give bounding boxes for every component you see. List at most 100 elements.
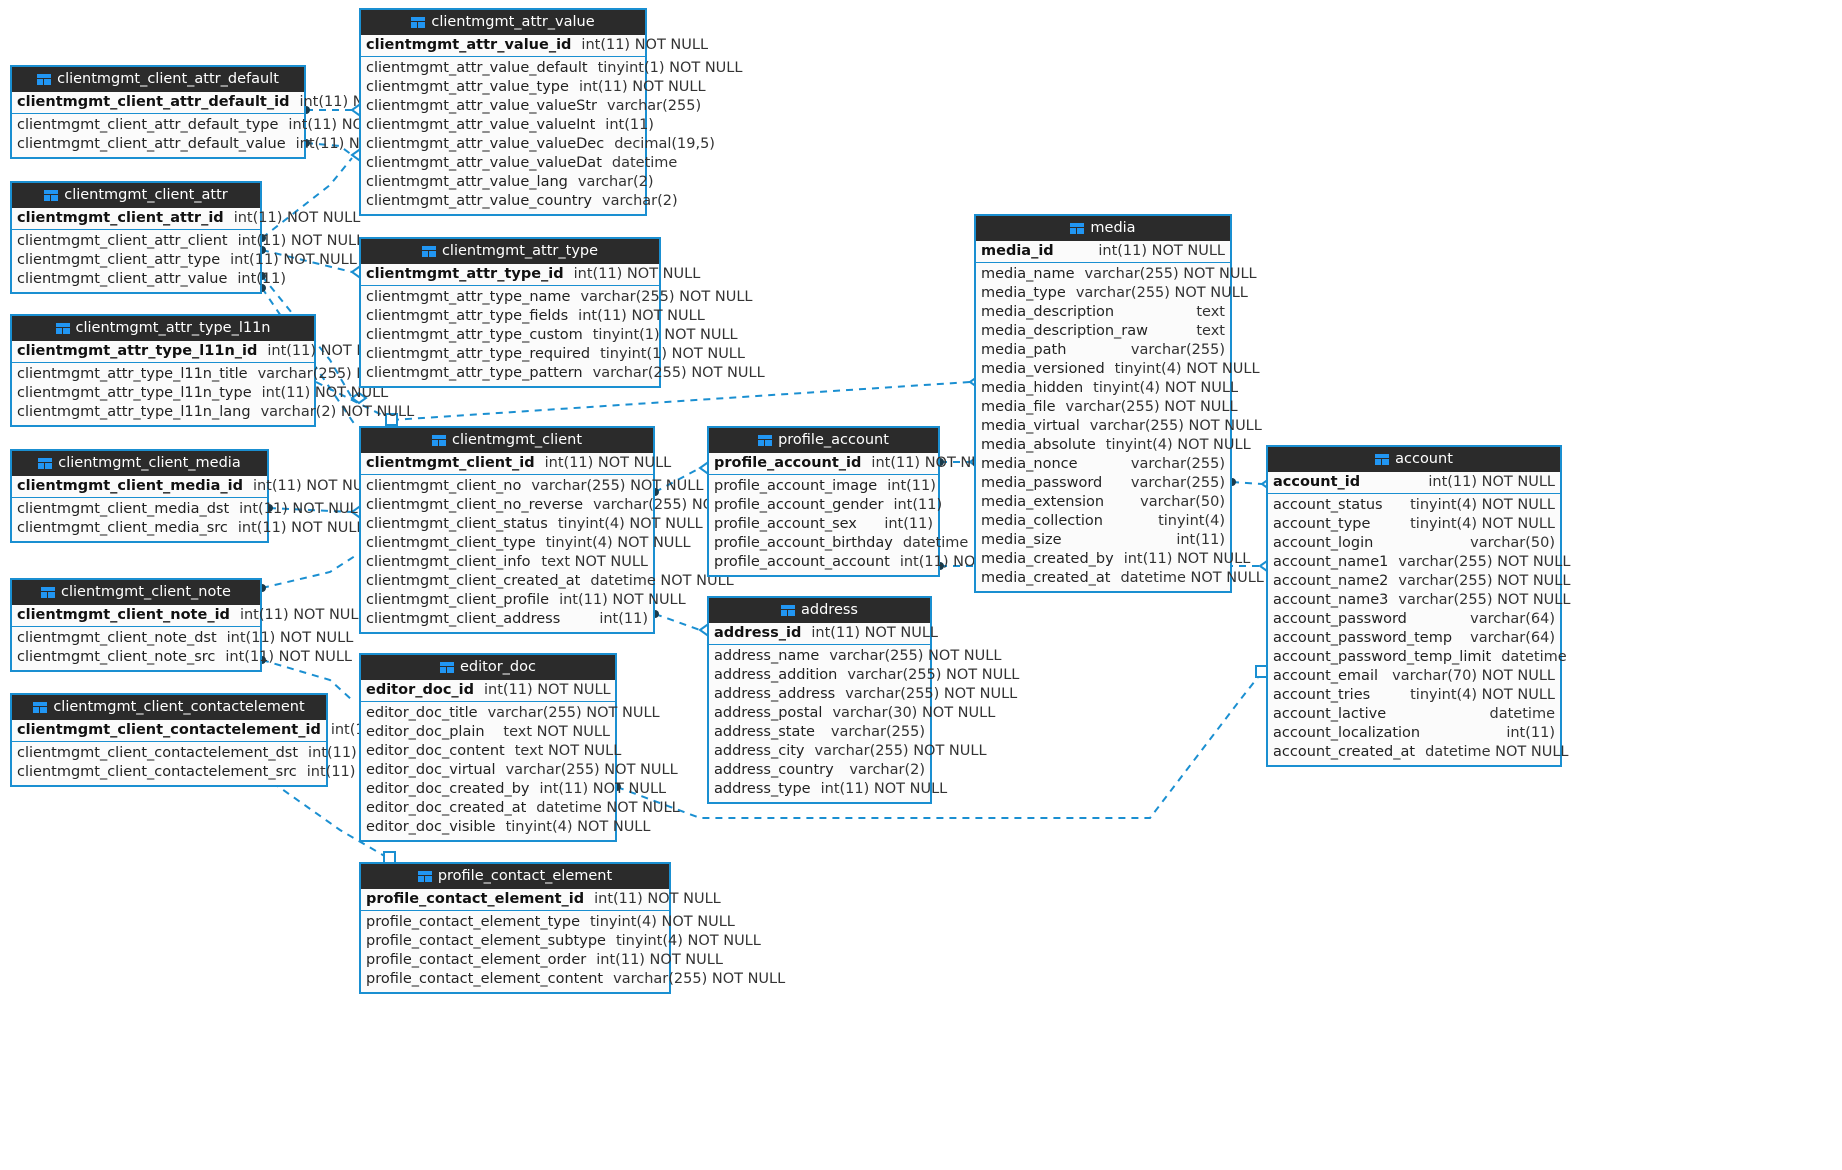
table-title-bar[interactable]: clientmgmt_client_note (12, 580, 260, 605)
table-clientmgmt_client_attr_default[interactable]: clientmgmt_client_attr_default clientmgmt… (10, 65, 426, 159)
table-title-bar[interactable]: address (709, 598, 930, 623)
table-title-bar[interactable]: clientmgmt_attr_type_l11n (12, 316, 314, 341)
table-title-bar[interactable]: clientmgmt_attr_value (361, 10, 645, 35)
table-title-bar[interactable]: editor_doc (361, 655, 615, 680)
table-title-bar[interactable]: clientmgmt_client_media (12, 451, 267, 476)
table-title-bar[interactable]: clientmgmt_client_attr_default (12, 67, 304, 92)
table-clientmgmt_attr_value[interactable]: clientmgmt_attr_value clientmgmt_attr_val… (359, 8, 742, 216)
table-title-bar[interactable]: clientmgmt_client_contactelement (12, 695, 326, 720)
table-title-bar[interactable]: profile_account (709, 428, 938, 453)
table-title-bar[interactable]: clientmgmt_client (361, 428, 653, 453)
